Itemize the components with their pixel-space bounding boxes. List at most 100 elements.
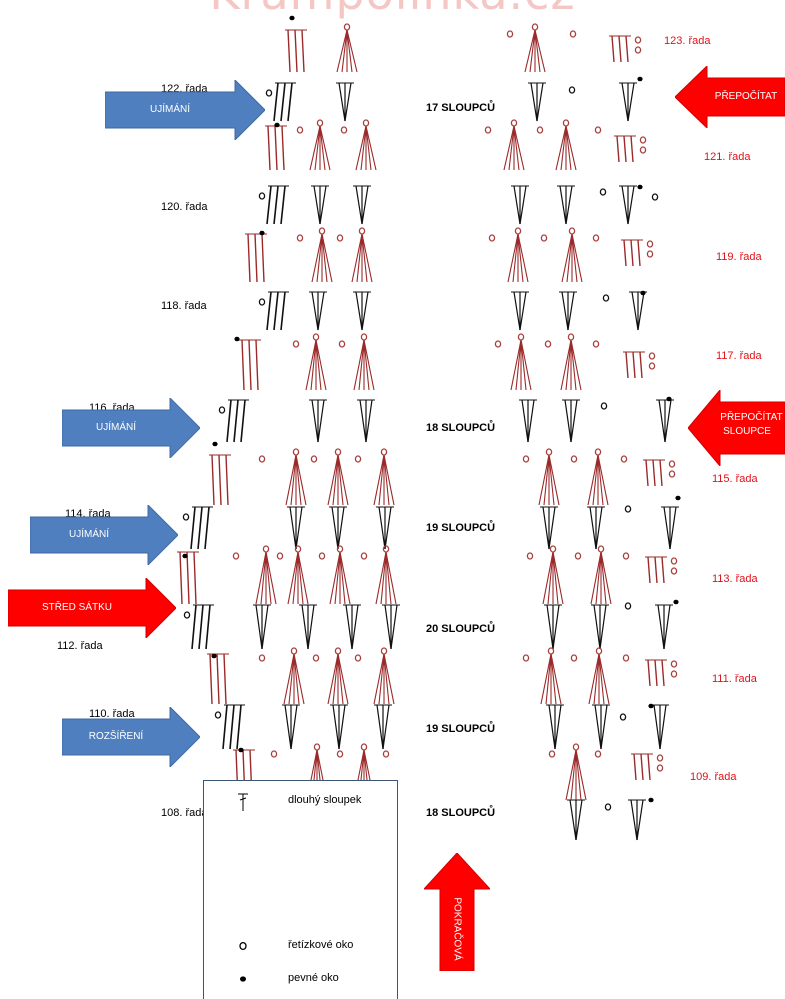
long-column-icon xyxy=(238,793,248,811)
count-row-108: 18 SLOUPCŮ xyxy=(426,807,496,819)
long-column-stitch xyxy=(375,551,387,605)
arrow-prepocitat-sloupce-label-2: SLOUPCE xyxy=(723,426,771,437)
edge-stitch xyxy=(218,454,222,506)
long-column-stitch xyxy=(542,551,554,605)
long-column-stitch xyxy=(261,604,269,650)
long-column-stitch xyxy=(383,653,395,705)
long-column-stitch xyxy=(561,291,569,331)
long-column-stitch xyxy=(297,551,304,605)
chain-stitch xyxy=(522,455,530,463)
arrow-ujimani-116-label: UJÍMÁNÍ xyxy=(96,422,136,433)
chain-stitch xyxy=(646,240,654,248)
long-column-stitch xyxy=(527,399,535,443)
long-column-stitch xyxy=(384,604,392,650)
chain-stitch xyxy=(668,460,676,468)
long-column-stitch xyxy=(315,339,327,391)
chain-stitch xyxy=(570,455,578,463)
chain-stitch xyxy=(622,654,630,662)
edge-stitch xyxy=(659,459,663,487)
chain-stitch xyxy=(334,647,342,655)
arrow-rozsireni: ROZŠÍŘENÍ xyxy=(62,707,200,767)
long-column-stitch xyxy=(599,604,607,650)
chain-stitch xyxy=(599,188,607,196)
long-column-stitch xyxy=(513,125,525,171)
single-crochet-dot xyxy=(673,599,679,605)
chain-stitch xyxy=(619,713,627,721)
long-column-stitch xyxy=(600,551,607,605)
chain-stitch xyxy=(218,406,226,414)
chain-stitch xyxy=(656,754,664,762)
long-column-stitch xyxy=(373,653,385,705)
long-column-stitch xyxy=(287,551,299,605)
chain-stitch xyxy=(602,294,610,302)
long-column-stitch xyxy=(600,704,608,750)
edge-stitch xyxy=(216,653,220,705)
edge-stitch xyxy=(637,239,641,267)
long-column-stitch xyxy=(664,399,672,443)
long-column-stitch xyxy=(519,291,527,331)
chain-stitch xyxy=(318,227,326,235)
long-column-stitch xyxy=(534,29,546,73)
chain-stitch xyxy=(568,227,576,235)
chain-stitch xyxy=(358,227,366,235)
edge-stitch xyxy=(639,351,643,379)
long-column-stitch xyxy=(555,125,567,171)
chain-stitch xyxy=(313,743,321,751)
long-column-stitch xyxy=(517,233,524,283)
long-column-stitch xyxy=(313,185,321,225)
long-column-stitch xyxy=(332,704,340,750)
edge-stitch xyxy=(247,233,251,283)
edge-stitch xyxy=(197,506,203,550)
chain-stitch xyxy=(294,545,302,553)
single-crochet-dot xyxy=(259,230,265,236)
arrow-stred-satku: STŘED SÁTKU xyxy=(8,578,176,638)
edge-stitch xyxy=(281,125,285,171)
chain-stitch xyxy=(380,448,388,456)
long-column-stitch xyxy=(545,653,552,705)
row-label-109: 109. řada xyxy=(690,771,737,783)
long-column-stitch xyxy=(560,125,567,171)
long-column-stitch xyxy=(540,653,552,705)
long-column-stitch xyxy=(338,704,346,750)
long-column-stitch xyxy=(307,604,315,650)
edge-stitch xyxy=(190,506,196,550)
long-column-stitch xyxy=(560,339,572,391)
edge-stitch xyxy=(652,459,656,487)
long-column-stitch xyxy=(265,551,272,605)
row-label-115: 115. řada xyxy=(712,473,758,485)
edge-stitch xyxy=(611,35,615,63)
chain-stitch xyxy=(544,340,552,348)
long-column-stitch xyxy=(542,506,550,550)
long-column-stitch xyxy=(658,399,666,443)
long-column-stitch xyxy=(361,185,369,225)
long-column-stitch xyxy=(365,125,372,171)
long-column-stitch xyxy=(637,291,645,331)
chain-stitch xyxy=(494,340,502,348)
long-column-stitch xyxy=(594,704,602,750)
long-column-stitch xyxy=(285,454,297,506)
chain-stitch xyxy=(567,333,575,341)
long-column-stitch xyxy=(571,233,578,283)
long-column-stitch xyxy=(569,799,577,841)
watermark-text: Krampolinka.cz xyxy=(0,0,785,20)
long-column-stitch xyxy=(329,551,341,605)
long-column-stitch xyxy=(345,604,353,650)
chain-stitch xyxy=(270,750,278,758)
long-column-stitch xyxy=(593,653,600,705)
long-column-stitch xyxy=(309,125,321,171)
long-column-stitch xyxy=(513,185,521,225)
long-column-stitch xyxy=(295,454,302,506)
long-column-stitch xyxy=(378,454,385,506)
chain-stitch xyxy=(648,362,656,370)
legend-label-single-crochet: pevné oko xyxy=(288,972,339,984)
long-column-stitch xyxy=(359,399,367,443)
long-column-stitch xyxy=(657,604,665,650)
arrow-ujimani-114-label: UJÍMÁNÍ xyxy=(69,529,109,540)
long-column-stitch xyxy=(631,291,639,331)
chain-stitch xyxy=(362,119,370,127)
long-column-stitch xyxy=(346,29,353,73)
long-column-stitch xyxy=(592,454,599,506)
chain-stitch xyxy=(547,647,555,655)
long-column-stitch xyxy=(554,704,562,750)
long-column-stitch xyxy=(513,291,521,331)
